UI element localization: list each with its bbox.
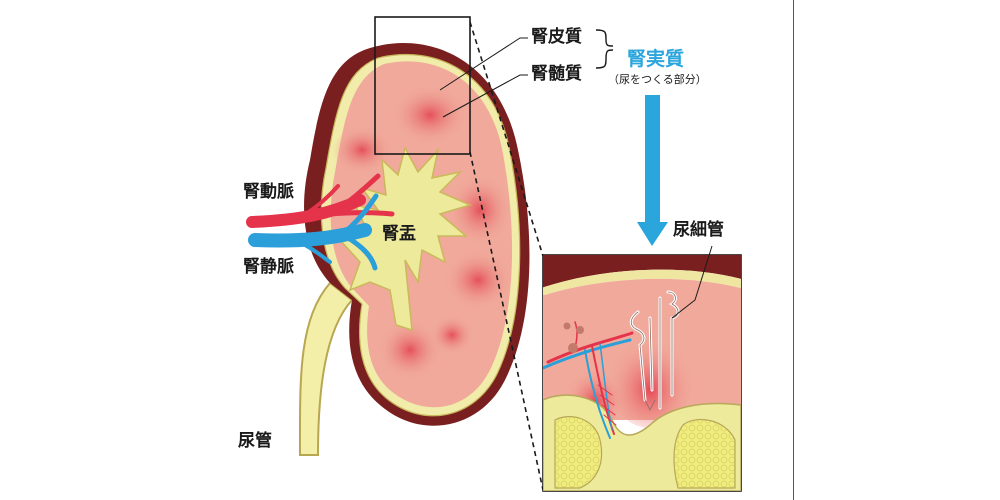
zoom-source-box: [374, 16, 471, 155]
label-renal-tubule: 尿細管: [673, 220, 724, 240]
right-divider-line: [793, 0, 794, 500]
renal-artery: [246, 173, 395, 228]
ureter: [298, 281, 354, 456]
medullary-pyramids: [332, 85, 512, 380]
label-parenchyma-note: （尿をつくる部分）: [608, 73, 707, 86]
label-renal-artery: 腎動脈: [243, 182, 294, 202]
medulla-leader-line: [442, 74, 528, 118]
renal-pelvis-shape: [338, 145, 473, 332]
process-arrow: [637, 95, 668, 246]
label-renal-pelvis: 腎盂: [382, 224, 416, 244]
zoom-guide-bottom: [469, 151, 544, 491]
renal-vein: [248, 193, 379, 271]
label-ureter: 尿管: [238, 431, 272, 451]
cortex-leader-line: [439, 37, 528, 91]
zoom-guide-top: [469, 21, 544, 257]
label-renal-vein: 腎静脈: [243, 257, 294, 277]
zoom-detail-box: [542, 254, 742, 492]
label-renal-cortex: 腎皮質: [531, 27, 582, 47]
tubule-leader-line: [671, 245, 713, 319]
label-renal-medulla: 腎髄質: [531, 64, 582, 84]
label-renal-parenchyma: 腎実質: [627, 48, 685, 70]
cortex-bracket: [595, 29, 614, 47]
medulla-bracket: [595, 49, 614, 69]
